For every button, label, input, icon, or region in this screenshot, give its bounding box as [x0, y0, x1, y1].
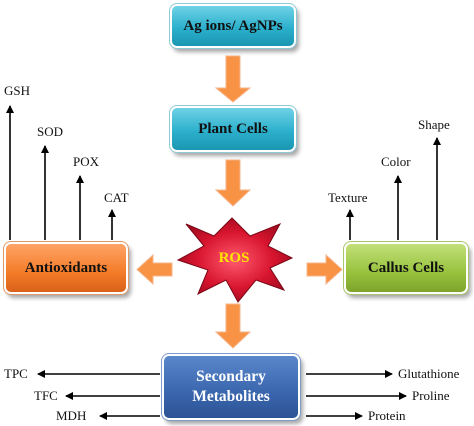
cat-label: CAT	[104, 190, 129, 205]
tfc-label: TFC	[34, 388, 58, 403]
arrow-plant-to-ros	[214, 159, 252, 207]
callus-cells-label: Callus Cells	[367, 259, 445, 276]
texture-label: Texture	[328, 190, 368, 205]
arrow-ros-to-secondary	[214, 303, 252, 349]
arrow-ros-to-callus	[306, 253, 343, 286]
protein-label: Protein	[368, 408, 406, 423]
callus-cells-node: Callus Cells	[343, 241, 469, 295]
arrow-ros-to-antioxidants	[136, 253, 173, 286]
mdh-label: MDH	[56, 408, 87, 423]
proline-label: Proline	[412, 388, 450, 403]
secondary-metabolites-node: Secondary Metabolites	[161, 353, 301, 421]
antioxidants-node: Antioxidants	[3, 241, 129, 295]
source-label: Ag ions/ AgNPs	[183, 17, 283, 34]
antioxidants-label: Antioxidants	[24, 259, 108, 276]
plant-cells-label: Plant Cells	[198, 120, 268, 137]
pox-label: POX	[73, 154, 100, 169]
ros-burst	[176, 217, 294, 303]
secondary-label-line1: Secondary	[196, 368, 266, 385]
color-label: Color	[381, 154, 411, 169]
source-node: Ag ions/ AgNPs	[169, 3, 297, 49]
ros-label: ROS	[218, 250, 250, 266]
tpc-label: TPC	[4, 366, 28, 381]
shape-label: Shape	[418, 117, 450, 132]
secondary-label-line2: Metabolites	[192, 388, 270, 405]
plant-cells-node: Plant Cells	[169, 105, 297, 153]
sod-label: SOD	[37, 124, 64, 139]
gsh-label: GSH	[4, 83, 31, 98]
arrow-source-to-plant	[214, 55, 252, 103]
glutathione-label: Glutathione	[398, 366, 460, 381]
